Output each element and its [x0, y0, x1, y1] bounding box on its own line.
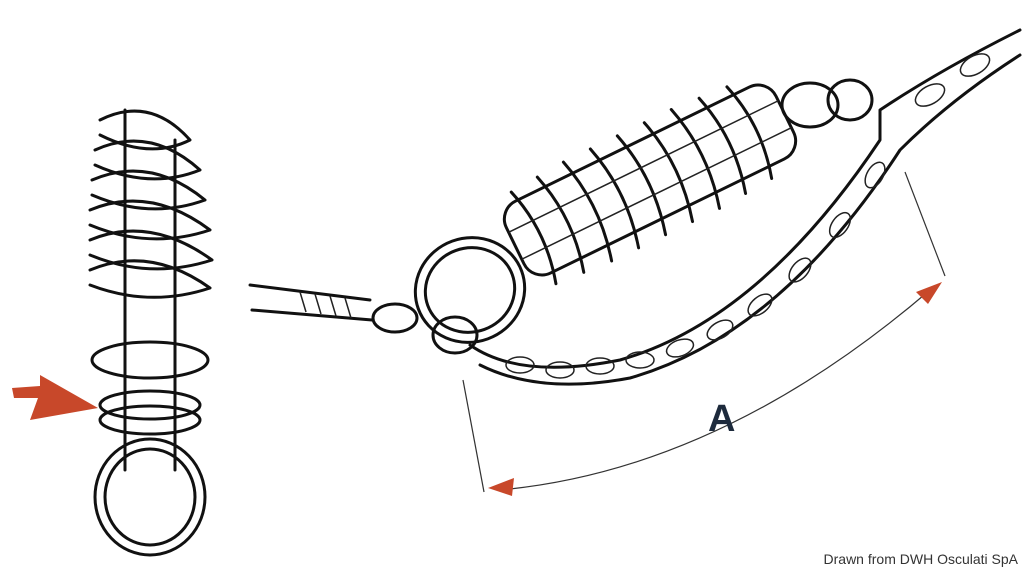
dimension-a [462, 171, 946, 496]
credit-caption: Drawn from DWH Osculati SpA [823, 551, 1018, 567]
snubber-assembly [248, 28, 1022, 386]
spring-closeup [12, 108, 214, 557]
dimension-arrow-right [916, 282, 942, 304]
rope [248, 283, 374, 322]
dimension-arrow-left [488, 478, 514, 496]
dimension-label: A [708, 398, 736, 440]
pointer-arrow [12, 375, 98, 420]
